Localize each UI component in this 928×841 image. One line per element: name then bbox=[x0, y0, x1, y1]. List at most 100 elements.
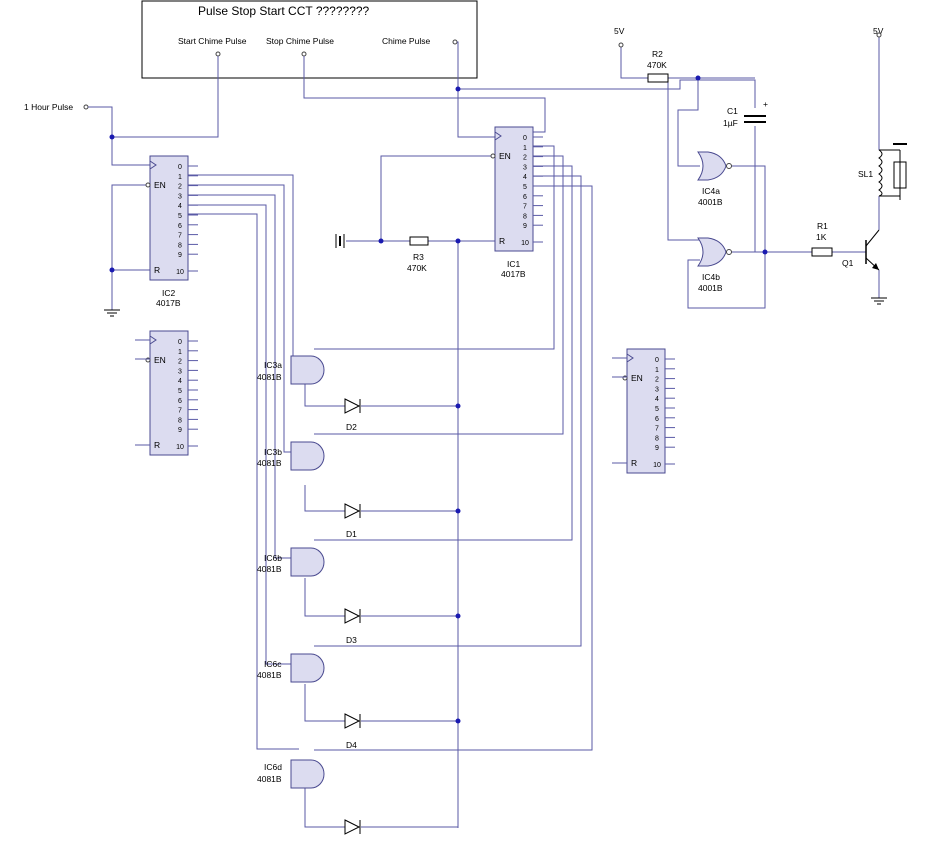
counter-pin-en: EN bbox=[154, 180, 166, 190]
port-start-chime[interactable]: Start Chime Pulse bbox=[178, 36, 247, 57]
port-hour-pulse[interactable]: 1 Hour Pulse bbox=[24, 102, 89, 112]
counter-pin-out: 5 bbox=[178, 213, 182, 220]
nor-gate-ic4b[interactable] bbox=[697, 237, 732, 267]
counter-pin-out: 4 bbox=[178, 378, 182, 385]
counter-pin-out: 5 bbox=[655, 406, 659, 413]
counter-pin-out: 1 bbox=[523, 145, 527, 152]
schematic-title: Pulse Stop Start CCT ???????? bbox=[198, 4, 370, 18]
r1-ref: R1 bbox=[817, 221, 828, 231]
diode-d1-ref: D1 bbox=[346, 529, 357, 539]
counter-pin-out: 9 bbox=[655, 445, 659, 452]
counter-pin-out: 7 bbox=[523, 204, 527, 211]
transistor-q1[interactable] bbox=[865, 229, 880, 271]
resistor-r2[interactable]: R2 470K bbox=[647, 49, 669, 83]
counter-pin-en: EN bbox=[154, 355, 166, 365]
c1-value: 1µF bbox=[723, 118, 738, 128]
sl1-ref: SL1 bbox=[858, 169, 873, 179]
counter-pin-out: 0 bbox=[178, 339, 182, 346]
gate-ic3a-value: 4081B bbox=[257, 372, 282, 382]
counter-pin-out: 1 bbox=[655, 367, 659, 374]
diode-d2-ref: D2 bbox=[346, 422, 357, 432]
diode-d2[interactable] bbox=[344, 398, 361, 414]
counter-pin-r: R bbox=[154, 440, 160, 450]
r2-ref: R2 bbox=[652, 49, 663, 59]
counter-chips: ENR012345678910ENR012345678910ENR0123456… bbox=[135, 126, 675, 474]
resistor-r1[interactable]: R1 1K bbox=[811, 221, 833, 257]
counter-pin-out: 6 bbox=[523, 194, 527, 201]
port-chime-pulse-terminal[interactable] bbox=[452, 39, 458, 45]
counter-pin-out: 5 bbox=[523, 184, 527, 191]
supply-5v-right: 5V bbox=[873, 26, 884, 38]
gate-ic6d-value: 4081B bbox=[257, 774, 282, 784]
cell-symbol bbox=[335, 234, 345, 248]
resistor-r3[interactable]: R3 470K bbox=[407, 236, 429, 273]
and-gate-ic3b[interactable] bbox=[290, 441, 325, 471]
counter-pin-10: 10 bbox=[176, 444, 184, 451]
ground-icon bbox=[104, 309, 120, 317]
gate-ic6d-ref: IC6d bbox=[264, 762, 282, 772]
counter-pin-out: 1 bbox=[178, 174, 182, 181]
port-stop-chime-terminal[interactable] bbox=[301, 51, 307, 57]
counter-pin-out: 4 bbox=[523, 174, 527, 181]
diode-unlabeled[interactable] bbox=[344, 819, 361, 835]
port-hour-pulse-terminal[interactable] bbox=[83, 104, 89, 110]
counter-pin-r: R bbox=[154, 265, 160, 275]
junctions bbox=[109, 75, 768, 724]
capacitor-c1[interactable]: + C1 1µF bbox=[723, 99, 768, 128]
counter-pin-out: 7 bbox=[655, 426, 659, 433]
c1-ref: C1 bbox=[727, 106, 738, 116]
port-stop-chime[interactable]: Stop Chime Pulse bbox=[266, 36, 334, 57]
counter-pin-out: 0 bbox=[178, 164, 182, 171]
gate-ic6c-ref: IC6c bbox=[264, 659, 282, 669]
wires bbox=[88, 37, 880, 828]
counter-pin-out: 0 bbox=[655, 357, 659, 364]
gate-ic6b-ref: IC6b bbox=[264, 553, 282, 563]
r1-value: 1K bbox=[816, 232, 827, 242]
ic4a-value: 4001B bbox=[698, 197, 723, 207]
and-gate-ic6d[interactable] bbox=[290, 759, 325, 789]
counter-pin-out: 8 bbox=[655, 435, 659, 442]
counter-pin-out: 0 bbox=[523, 135, 527, 142]
supply-5v-left: 5V bbox=[614, 26, 625, 48]
counter-pin-r: R bbox=[631, 458, 637, 468]
relay-sl1[interactable] bbox=[878, 143, 907, 200]
counter-pin-out: 3 bbox=[178, 368, 182, 375]
counter-pin-out: 4 bbox=[178, 203, 182, 210]
diode-d4-ref: D4 bbox=[346, 740, 357, 750]
counter-pin-out: 2 bbox=[655, 377, 659, 384]
ic1-value: 4017B bbox=[501, 269, 526, 279]
counter-pin-out: 8 bbox=[523, 213, 527, 220]
ic4b-value: 4001B bbox=[698, 283, 723, 293]
counter-pin-out: 4 bbox=[655, 396, 659, 403]
supply-5v-label-right: 5V bbox=[873, 26, 884, 36]
counter-pin-out: 3 bbox=[655, 386, 659, 393]
nor-gate-ic4a[interactable] bbox=[697, 151, 732, 181]
diode-d3[interactable] bbox=[344, 608, 361, 624]
counter-pin-out: 2 bbox=[178, 359, 182, 366]
diode-d1[interactable] bbox=[344, 503, 361, 519]
counter-pin-10: 10 bbox=[176, 269, 184, 276]
q1-ref: Q1 bbox=[842, 258, 854, 268]
ic1-ref: IC1 bbox=[507, 259, 521, 269]
gate-ic6c-value: 4081B bbox=[257, 670, 282, 680]
counter-pin-out: 7 bbox=[178, 233, 182, 240]
counter-pin-10: 10 bbox=[653, 462, 661, 469]
and-gate-ic3a[interactable] bbox=[290, 355, 325, 385]
ic4a-ref: IC4a bbox=[702, 186, 720, 196]
counter-pin-10: 10 bbox=[521, 240, 529, 247]
counter-pin-out: 1 bbox=[178, 349, 182, 356]
port-chime-pulse[interactable]: Chime Pulse bbox=[382, 36, 458, 46]
c1-polarity: + bbox=[763, 99, 768, 109]
and-gate-ic6b[interactable] bbox=[290, 547, 325, 577]
gate-ic6b-value: 4081B bbox=[257, 564, 282, 574]
and-gate-ic6c[interactable] bbox=[290, 653, 325, 683]
diode-d4[interactable] bbox=[344, 713, 361, 729]
counter-pin-out: 2 bbox=[523, 155, 527, 162]
port-start-chime-terminal[interactable] bbox=[215, 51, 221, 57]
counter-pin-out: 9 bbox=[178, 427, 182, 434]
